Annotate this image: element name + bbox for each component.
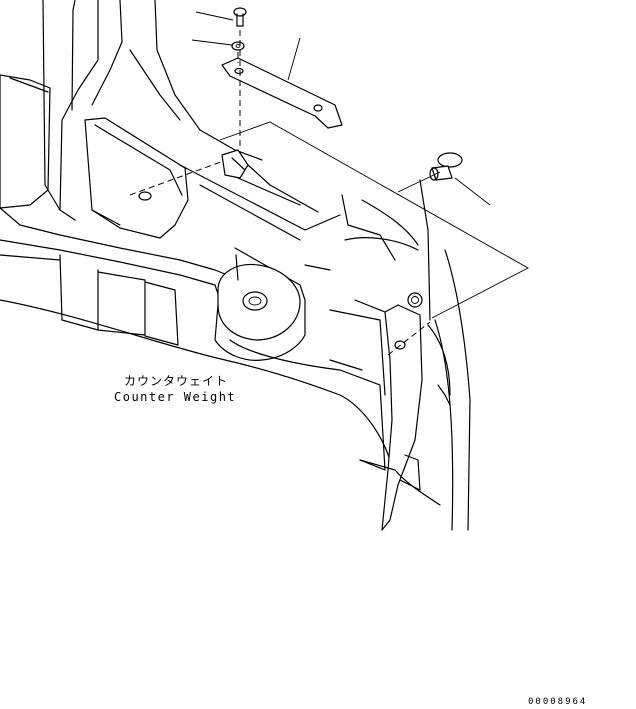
seated-fastener [221,149,319,213]
mounting-pocket [84,117,241,239]
counter-weight-label-japanese: カウンタウェイト [124,374,229,388]
frame-upright [0,0,263,279]
drawing-number: 00008964 [528,697,588,707]
counter-weight-label-english: Counter Weight [114,390,237,404]
cross-member [179,164,341,361]
washer-icon [231,41,245,51]
bolt-icon [233,7,247,27]
side-panel [329,179,471,531]
cover-plate [221,57,343,129]
counter-weight-body [0,74,391,471]
bushing-icon [429,152,463,181]
leader-lines [191,11,529,356]
